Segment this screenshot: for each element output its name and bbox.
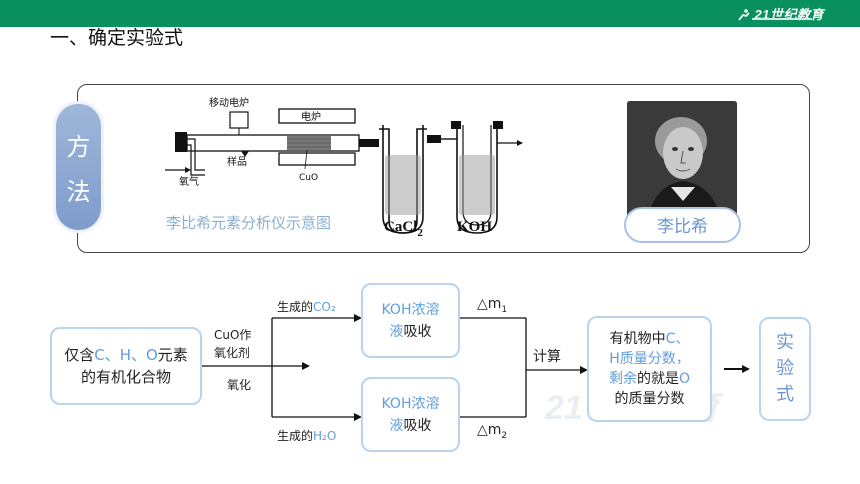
label-furnace: 电炉 [301, 110, 321, 123]
koh-absorb-box-1: KOH浓溶液吸收 [361, 283, 460, 358]
label-koh: KOH [457, 219, 492, 235]
furnace-bottom [278, 152, 356, 166]
calc-label: 计算 [533, 349, 561, 365]
method-tag: 方 法 [56, 104, 101, 230]
page-title: 一、确定实验式 [50, 27, 184, 49]
brand-underline [752, 18, 812, 20]
h2o-label: 生成的H₂O [277, 429, 337, 443]
top-banner: 21世纪教育 [0, 0, 860, 27]
koh-absorb-box-2: KOH浓溶液吸收 [361, 377, 460, 452]
label-cuo: CuO [299, 173, 318, 183]
portrait-image [627, 101, 737, 219]
method-char-1: 方 [66, 133, 91, 161]
reagent-label-1: CuO作 [214, 328, 252, 342]
co2-label: 生成的CO₂ [277, 300, 336, 314]
mass-fraction-box: 有机物中C、 H质量分数， 剩余的就是O 的质量分数 [587, 316, 712, 422]
person-name-tag: 李比希 [624, 207, 741, 243]
apparatus-diagram: 移动电炉 电炉 样品 氧气 CuO CaCl2 KOH [165, 96, 523, 239]
method-char-2: 法 [66, 178, 91, 206]
delta-m1: △m1 [477, 296, 508, 315]
label-sample: 样品 [227, 155, 247, 168]
stopper [175, 132, 187, 152]
label-cacl2: CaCl2 [384, 219, 423, 239]
liebig-portrait [627, 101, 737, 219]
delta-m2: △m2 [477, 422, 508, 441]
organic-compound-box: 仅含C、H、O元素 的有机化合物 [50, 327, 202, 405]
oxidize-label: 氧化 [227, 378, 252, 392]
label-mobile-furnace: 移动电炉 [209, 96, 249, 109]
empirical-formula-box: 实 验 式 [759, 317, 811, 421]
reagent-label-2: 氧化剂 [214, 346, 251, 360]
furnace-top [278, 108, 356, 124]
koh-u-tube [456, 125, 498, 234]
diagram-caption: 李比希元素分析仪示意图 [166, 214, 332, 232]
runner-icon [737, 9, 750, 21]
label-oxygen: 氧气 [179, 175, 199, 188]
